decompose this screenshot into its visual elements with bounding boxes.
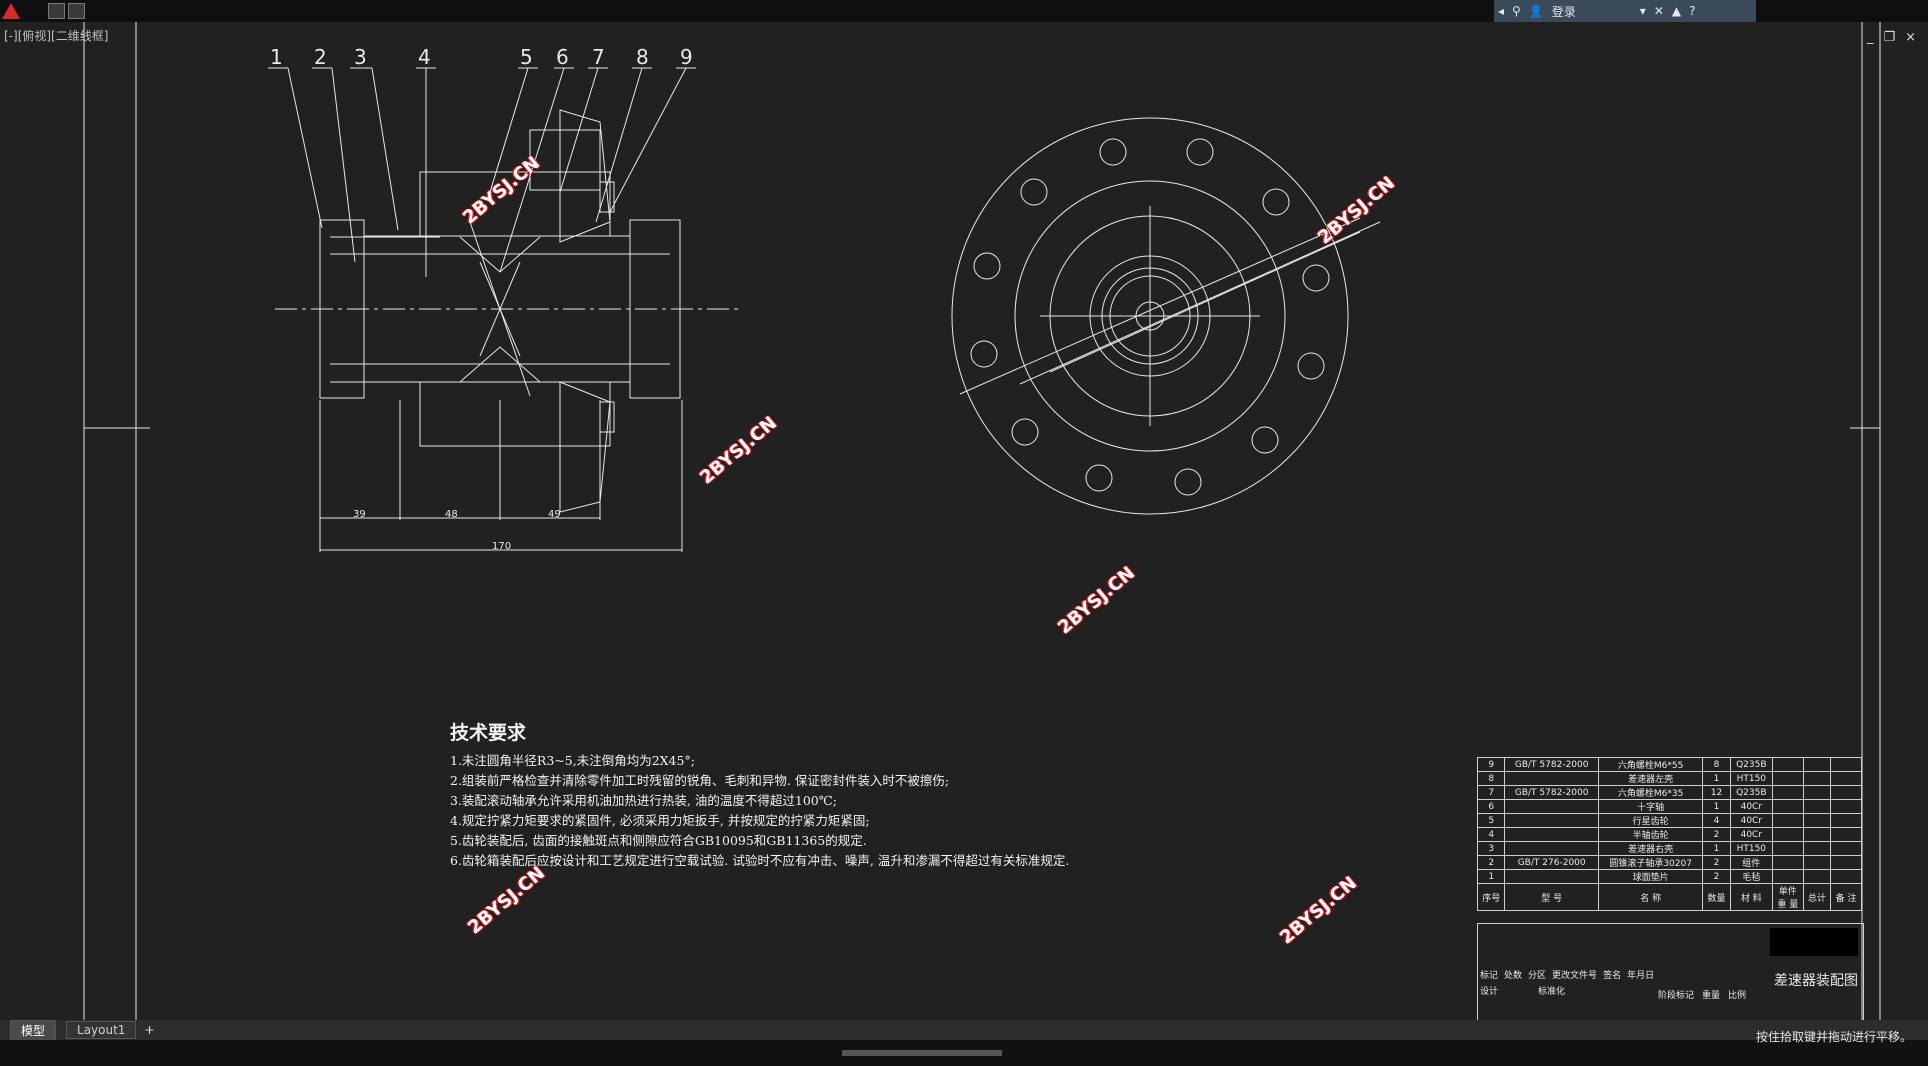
horizontal-scrollbar[interactable] <box>842 1050 1002 1056</box>
tab-layout1[interactable]: Layout1 <box>66 1021 137 1039</box>
part-number-3: 3 <box>354 45 367 69</box>
drawing-canvas[interactable]: 1 2 3 4 5 6 7 8 9 39 48 49 170 <box>0 22 1928 1020</box>
dimension-49: 49 <box>548 509 561 520</box>
exchange-icon[interactable]: ✕ <box>1653 4 1664 18</box>
status-message: 按住拾取键并拖动进行平移。 <box>1755 1030 1912 1044</box>
user-icon: 👤 <box>1528 4 1544 18</box>
add-layout-icon[interactable]: + <box>144 1023 155 1037</box>
drawing-name: 差速器装配图 <box>1774 973 1858 989</box>
quick-access-toolbar <box>48 2 88 20</box>
tech-requirement: 6.齿轮箱装配后应按设计和工艺规定进行空载试验. 试验时不应有冲击、噪声, 温升… <box>450 853 1070 868</box>
table-header: 序号型 号名 称数量材 料 单件重 量 总计备 注 <box>1476 883 1862 911</box>
part-number-9: 9 <box>680 45 693 69</box>
tech-requirement: 3.装配滚动轴承允许采用机油加热进行热装, 油的温度不得超过100℃; <box>450 793 837 808</box>
part-number-4: 4 <box>418 45 431 69</box>
tech-requirements-title: 技术要求 <box>450 722 527 744</box>
nav-left-icon[interactable]: ◂ <box>1498 4 1505 18</box>
infocenter-bar: ◂ ⚲ 👤 登录 ▾ ✕ ▲ ? <box>1494 0 1756 22</box>
autodesk-icon[interactable]: ▲ <box>1671 4 1682 18</box>
minimize-button[interactable]: _ <box>1866 30 1874 45</box>
tech-requirement: 5.齿轮装配后, 齿面的接触斑点和侧隙应符合GB10095和GB11365的规定… <box>450 833 867 848</box>
restore-button[interactable]: ❐ <box>1883 30 1896 45</box>
part-number-6: 6 <box>556 45 569 69</box>
part-number-7: 7 <box>592 45 605 69</box>
autocad-logo-button[interactable] <box>2 2 34 20</box>
tab-model[interactable]: 模型 <box>10 1019 57 1041</box>
dimension-170: 170 <box>492 541 511 552</box>
close-button[interactable]: × <box>1905 30 1916 45</box>
tech-requirement: 4.规定拧紧力矩要求的紧固件, 必须采用力矩扳手, 并按规定的拧紧力矩紧固; <box>450 813 870 828</box>
tech-requirement: 2.组装前严格检查并清除零件加工时残留的锐角、毛刺和异物. 保证密封件装入时不被… <box>450 773 950 788</box>
dimension-48: 48 <box>445 509 458 520</box>
logo-block <box>1770 928 1858 956</box>
binoculars-icon[interactable]: ⚲ <box>1512 4 1521 18</box>
part-number-5: 5 <box>520 45 533 69</box>
dropdown-arrow-icon[interactable] <box>68 3 85 19</box>
tech-requirement: 1.未注圆角半径R3~5,未注倒角均为2X45°; <box>450 753 695 768</box>
drawing-window-controls: _ ❐ × <box>1867 30 1916 45</box>
chevron-down-icon[interactable]: ▾ <box>1639 4 1646 18</box>
dimension-39: 39 <box>353 509 366 520</box>
help-icon[interactable]: ? <box>1689 4 1696 18</box>
title-bar: ◂ ⚲ 👤 登录 ▾ ✕ ▲ ? <box>0 0 1928 22</box>
part-number-2: 2 <box>314 45 327 69</box>
viewport-label[interactable]: [-][俯视][二维线框] <box>4 29 109 43</box>
login-button[interactable]: 登录 <box>1551 4 1576 19</box>
part-number-1: 1 <box>270 45 283 69</box>
title-block: 标记处数分区 更改文件号签名年月日 设计标准化 阶段标记重量比例 差速器装配图 <box>1477 923 1864 1021</box>
technical-requirements: 技术要求 1.未注圆角半径R3~5,未注倒角均为2X45°; 2.组装前严格检查… <box>450 718 1069 871</box>
layout-tabs: 模型 Layout1 + <box>0 1019 1928 1041</box>
app-logo-icon <box>2 3 20 19</box>
part-number-8: 8 <box>636 45 649 69</box>
save-icon[interactable] <box>48 3 65 19</box>
